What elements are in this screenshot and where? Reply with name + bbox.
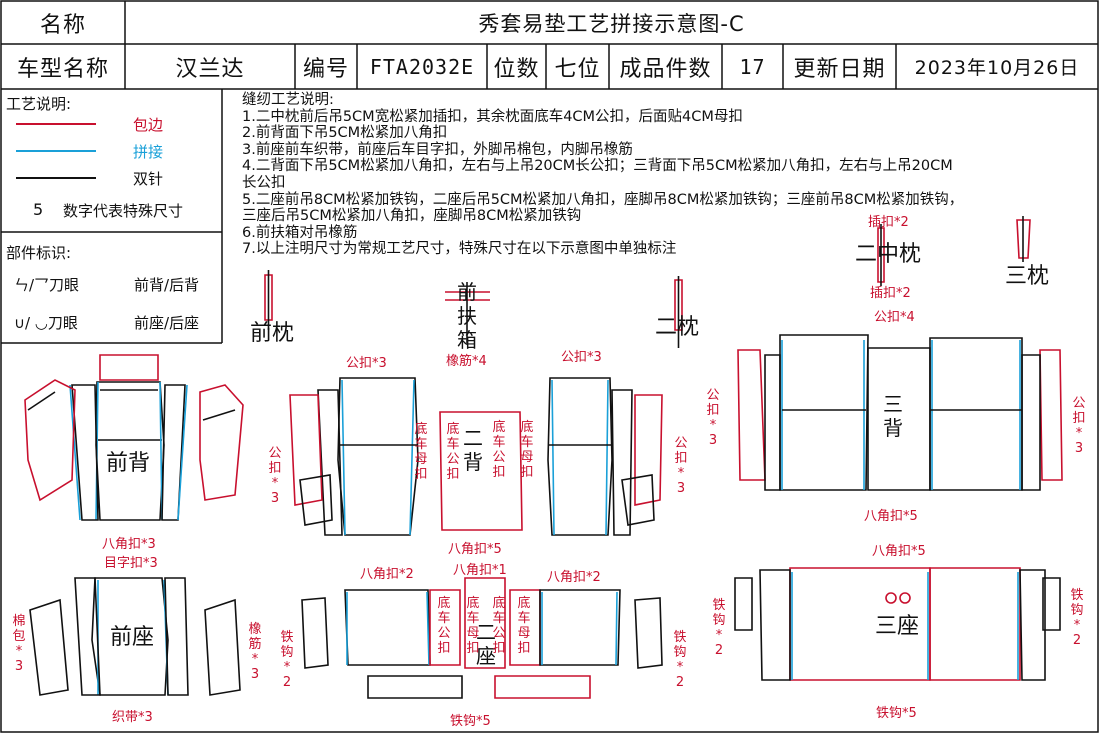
second-back-right-group: [547, 377, 663, 536]
male-3-right-label: 公扣*3: [674, 436, 688, 496]
third-seat-group: [734, 567, 1061, 681]
knife-text: 前背/后背: [134, 276, 200, 294]
legend-splice-label: 拼接: [133, 143, 164, 161]
octo-2-a-label: 八角扣*2: [360, 567, 414, 582]
note-line: 6.前扶箱对吊橡筋: [242, 224, 358, 241]
third-back-label: 三背: [883, 392, 903, 440]
pieces-value: 17: [739, 54, 766, 79]
legend-number-text: 数字代表特殊尺寸: [63, 202, 184, 220]
car-model-label: 车型名称: [16, 56, 109, 82]
rubber-3-label: 橡筋*3: [248, 622, 262, 682]
second-pillow-label: 二枕: [655, 315, 700, 340]
u-symbol: ∪/ ◡刀眼: [14, 314, 78, 332]
third-pillow-strap: [1016, 216, 1031, 262]
seat-bottom-male-clip-right: 底车公扣: [492, 596, 506, 656]
octo-2-b-label: 八角扣*2: [547, 570, 601, 585]
u-text: 前座/后座: [134, 314, 200, 332]
third-back-group: [737, 334, 1063, 491]
update-date: 2023年10月26日: [914, 57, 1080, 79]
hook-2-b-label: 铁钩*2: [673, 630, 687, 690]
second-seat-group: [301, 577, 663, 699]
hook-5-b-label: 铁钩*5: [876, 706, 917, 721]
seat-bottom-female-clip-left: 底车母扣: [466, 596, 480, 656]
legend-double-label: 双针: [133, 170, 164, 188]
middle-pillow-strap: [877, 224, 885, 286]
hook-2-c-label: 铁钩*2: [712, 598, 726, 658]
octo-5-a-label: 八角扣*5: [448, 542, 502, 557]
front-armrest-label: 前扶箱: [457, 280, 477, 352]
note-line: 7.以上注明尺寸为常规工艺尺寸，特殊尺寸在以下示意图中单独标注: [242, 241, 677, 258]
third-seat-label: 三座: [875, 614, 920, 639]
note-line: 1.二中枕前后吊5CM宽松紧加插扣，其余枕面底车4CM公扣，后面贴4CM母扣: [242, 108, 743, 125]
hook-2-d-label: 铁钩*2: [1070, 588, 1084, 648]
bottom-female-clip-right: 底车母扣: [520, 420, 534, 480]
third-pillow-label: 三枕: [1005, 264, 1050, 289]
male-3-b-label: 公扣*3: [561, 350, 602, 365]
pieces-label: 成品件数: [619, 56, 712, 82]
second-seat-label: 二座: [476, 620, 496, 668]
bottom-male-clip-left: 底车公扣: [446, 422, 460, 482]
male-3-rb-right-label: 公扣*3: [1072, 396, 1086, 456]
octo-1-label: 八角扣*1: [453, 563, 507, 578]
rubber-band-4-label: 橡筋*4: [446, 354, 487, 369]
male-clip-4-label: 公扣*4: [874, 310, 915, 325]
update-label: 更新日期: [793, 56, 886, 82]
legend-edge-label: 包边: [133, 116, 164, 134]
legend-title: 工艺说明:: [6, 95, 72, 113]
seat-bottom-female-clip-right: 底车母扣: [517, 596, 531, 656]
car-model-value: 汉兰达: [175, 56, 245, 82]
code-value: FTA2032E: [369, 54, 475, 79]
second-pillow-strap: [674, 276, 683, 348]
bottom-female-clip-left: 底车母扣: [414, 422, 428, 482]
front-back-label: 前背: [106, 451, 151, 476]
male-3-rb-left-label: 公扣*3: [706, 388, 720, 448]
hook-5-a-label: 铁钩*5: [450, 714, 491, 729]
octo-5-c-label: 八角扣*5: [872, 544, 926, 559]
parts-title: 部件标识:: [6, 244, 72, 262]
belt-3-label: 织带*3: [112, 710, 153, 725]
armrest-strap: [445, 282, 490, 345]
note-line: 4.二背面下吊5CM松紧加八角扣，左右与上吊20CM长公扣；三背面下吊5CM松紧…: [242, 158, 953, 175]
front-seat-group: [29, 577, 241, 696]
note-line: 三座后吊5CM松紧加八角扣，座脚吊8CM松紧加铁钩: [242, 208, 582, 225]
notes-title: 缝纫工艺说明:: [242, 92, 334, 108]
seats-value: 七位: [554, 56, 601, 82]
page-title: 秀套易垫工艺拼接示意图-C: [478, 11, 745, 36]
cotton-3-label: 棉包*3: [12, 614, 26, 674]
front-back-group: [24, 354, 244, 521]
clip-2-bottom-label: 插扣*2: [870, 286, 911, 301]
legend-number-key: 5: [33, 200, 44, 219]
note-line: 长公扣: [242, 174, 286, 191]
second-back-middle: [439, 411, 523, 531]
knife-symbol: ㄣ/乛刀眼: [14, 276, 80, 294]
mu-3-label: 目字扣*3: [104, 556, 158, 571]
front-pillow-label: 前枕: [250, 321, 295, 346]
name-label: 名称: [39, 12, 86, 38]
hook-2-a-label: 铁钩*2: [280, 630, 294, 690]
code-label: 编号: [302, 56, 349, 82]
octo-3-label: 八角扣*3: [102, 537, 156, 552]
middle-pillow-label: 二中枕: [855, 242, 922, 267]
bottom-male-clip-right: 底车公扣: [492, 420, 506, 480]
note-line: 5.二座前吊8CM松紧加铁钩，二座后吊5CM松紧加八角扣，座脚吊8CM松紧加铁钩…: [242, 191, 964, 208]
octo-5-b-label: 八角扣*5: [864, 509, 918, 524]
clip-2-top-label: 插扣*2: [868, 215, 909, 230]
front-pillow-strap: [264, 270, 273, 330]
note-line: 2.前背面下吊5CM松紧加八角扣: [242, 125, 448, 142]
male-3-a-label: 公扣*3: [346, 356, 387, 371]
second-back-label: 二背: [463, 426, 483, 474]
second-back-left-group: [289, 377, 419, 536]
seat-bottom-male-clip-left: 底车公扣: [437, 596, 451, 656]
seats-label: 位数: [493, 56, 540, 82]
sewing-notes: 缝纫工艺说明: 1.二中枕前后吊5CM宽松紧加插扣，其余枕面底车4CM公扣，后面…: [242, 92, 1097, 258]
note-line: 3.前座前车织带，前座后车目字扣，外脚吊棉包，内脚吊橡筋: [242, 141, 633, 158]
front-seat-label: 前座: [110, 625, 155, 650]
male-3-left-label: 公扣*3: [268, 446, 282, 506]
